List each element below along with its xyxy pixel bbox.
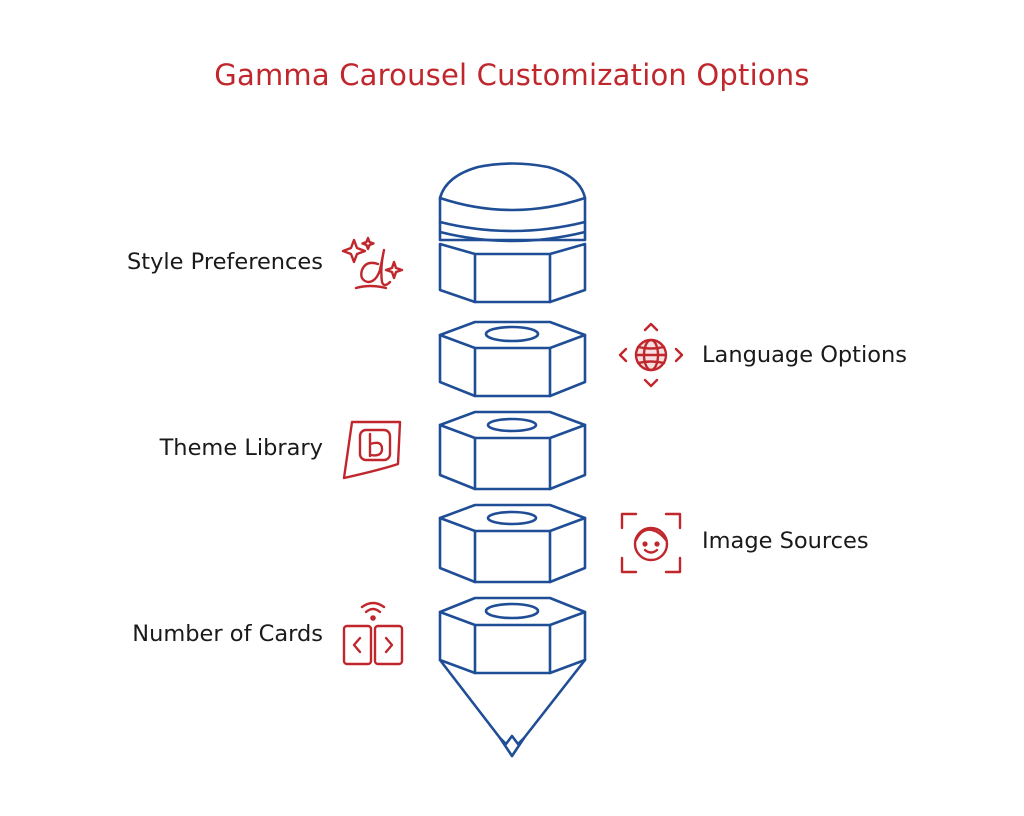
pencil-tip-block xyxy=(438,596,587,758)
sparkle-d-icon xyxy=(341,236,404,290)
globe-arrows-icon xyxy=(618,322,684,388)
nut-3 xyxy=(438,503,587,584)
diagram-title: Gamma Carousel Customization Options xyxy=(214,58,810,92)
label-theme-library: Theme Library xyxy=(159,435,323,461)
nut-1 xyxy=(438,320,587,398)
face-frame-icon xyxy=(620,512,682,574)
label-style-preferences: Style Preferences xyxy=(127,249,323,275)
theme-b-icon xyxy=(342,420,402,480)
label-language-options: Language Options xyxy=(702,342,908,368)
label-image-sources: Image Sources xyxy=(702,528,869,554)
top-cap-block xyxy=(438,162,587,304)
nut-2 xyxy=(438,410,587,491)
cards-arrows-icon xyxy=(342,601,404,666)
label-number-of-cards: Number of Cards xyxy=(132,621,323,647)
